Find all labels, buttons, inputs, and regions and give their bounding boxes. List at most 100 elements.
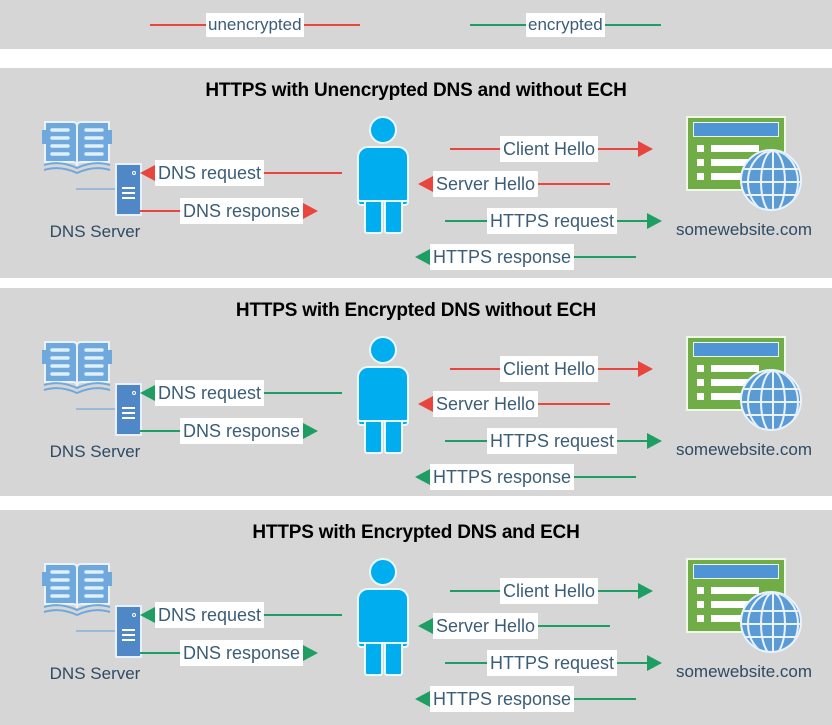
arrow-left-icon [418, 176, 433, 192]
flow-row: Server Hello [418, 391, 611, 417]
flow-row: HTTPS request [445, 650, 663, 676]
flow-line [445, 662, 487, 664]
arrow-right-icon [647, 433, 663, 449]
flow-row: DNS request [140, 380, 343, 406]
legend-line-unencrypted-right [303, 23, 360, 26]
globe-icon [740, 149, 802, 211]
globe-icon [740, 369, 802, 431]
panel-title: HTTPS with Encrypted DNS without ECH [235, 300, 597, 321]
person-body [357, 588, 409, 644]
flow-label: HTTPS request [487, 208, 618, 234]
flow-line [574, 256, 637, 258]
server-power-dot-icon [132, 391, 136, 395]
flow-line [617, 662, 648, 664]
flow-label: Client Hello [500, 136, 599, 162]
window-title-bar [693, 342, 779, 357]
person-head [369, 558, 397, 586]
dns-server-tower-icon [115, 163, 142, 216]
window-list-rows [697, 145, 759, 187]
flow-line [574, 698, 637, 700]
flow-line [264, 614, 343, 616]
arrow-left-icon [418, 618, 433, 634]
flow-label: HTTPS response [430, 686, 575, 712]
website-label: somewebsite.com [675, 662, 813, 681]
flow-label: DNS response [180, 640, 304, 666]
flow-row: DNS response [140, 418, 319, 444]
dns-server-tower-icon [115, 383, 142, 436]
flow-label: Server Hello [433, 171, 539, 197]
flow-label: DNS response [180, 198, 304, 224]
panel-unencrypted-dns: HTTPS with Unencrypted DNS and without E… [0, 68, 832, 278]
flow-label: Server Hello [433, 613, 539, 639]
user-person-icon [352, 558, 414, 676]
flow-label: Client Hello [500, 578, 599, 604]
legend-item-unencrypted: unencrypted [150, 0, 360, 49]
book-icon-svg [42, 121, 112, 175]
user-person-icon [352, 336, 414, 454]
flow-label: DNS request [155, 380, 265, 406]
flow-label: Server Hello [433, 391, 539, 417]
book-icon-svg [42, 563, 112, 617]
flow-row: Client Hello [450, 136, 654, 162]
flow-line [450, 368, 500, 370]
flow-line [538, 183, 611, 185]
legend-label-encrypted: encrypted [526, 12, 605, 37]
flow-label: HTTPS request [487, 650, 618, 676]
arrow-right-icon [303, 645, 319, 661]
globe-icon-svg [742, 151, 800, 209]
flow-label: Client Hello [500, 356, 599, 382]
flow-row: DNS response [140, 198, 319, 224]
flow-line [617, 440, 648, 442]
flow-row: Server Hello [418, 171, 611, 197]
website-label: somewebsite.com [675, 440, 813, 459]
dns-server-tower-icon [115, 605, 142, 658]
legend-line-encrypted-right [604, 23, 661, 26]
book-icon-svg [42, 341, 112, 395]
flow-row: Client Hello [450, 356, 654, 382]
legend-line-encrypted [470, 23, 526, 26]
legend-band: unencrypted encrypted [0, 0, 832, 49]
person-body [357, 146, 409, 202]
person-body [357, 366, 409, 422]
window-list-rows [697, 587, 759, 629]
globe-icon-svg [742, 593, 800, 651]
user-person-icon [352, 116, 414, 234]
flow-line [264, 172, 343, 174]
person-head [369, 336, 397, 364]
panel-encrypted-dns: HTTPS with Encrypted DNS without ECH DNS… [0, 288, 832, 496]
window-title-bar [693, 122, 779, 137]
arrow-left-icon [415, 249, 430, 265]
flow-label: DNS response [180, 418, 304, 444]
panel-encrypted-dns-ech: HTTPS with Encrypted DNS and ECH DNS Ser… [0, 510, 832, 725]
flow-line [140, 652, 180, 654]
arrow-left-icon [415, 469, 430, 485]
website-label: somewebsite.com [675, 220, 813, 239]
flow-line [445, 220, 487, 222]
arrow-right-icon [638, 141, 654, 157]
flow-line [450, 590, 500, 592]
flow-row: Client Hello [450, 578, 654, 604]
flow-line [445, 440, 487, 442]
flow-row: HTTPS request [445, 428, 663, 454]
arrow-right-icon [638, 361, 654, 377]
dns-server-wire [76, 630, 118, 632]
flow-line [617, 220, 648, 222]
window-title-bar [693, 564, 779, 579]
arrow-right-icon [303, 203, 319, 219]
flow-row: Server Hello [418, 613, 611, 639]
legend-line-unencrypted [150, 23, 206, 26]
flow-line [450, 148, 500, 150]
arrow-left-icon [140, 385, 155, 401]
dns-book-icon [41, 336, 113, 398]
flow-row: DNS request [140, 160, 343, 186]
server-bars-icon [122, 629, 135, 644]
website-window-icon [686, 558, 786, 633]
flow-row: DNS response [140, 640, 319, 666]
flow-label: HTTPS response [430, 244, 575, 270]
flow-row: HTTPS response [415, 686, 637, 712]
arrow-left-icon [415, 691, 430, 707]
globe-icon-svg [742, 371, 800, 429]
arrow-right-icon [647, 655, 663, 671]
arrow-left-icon [140, 607, 155, 623]
dns-book-icon [41, 116, 113, 178]
